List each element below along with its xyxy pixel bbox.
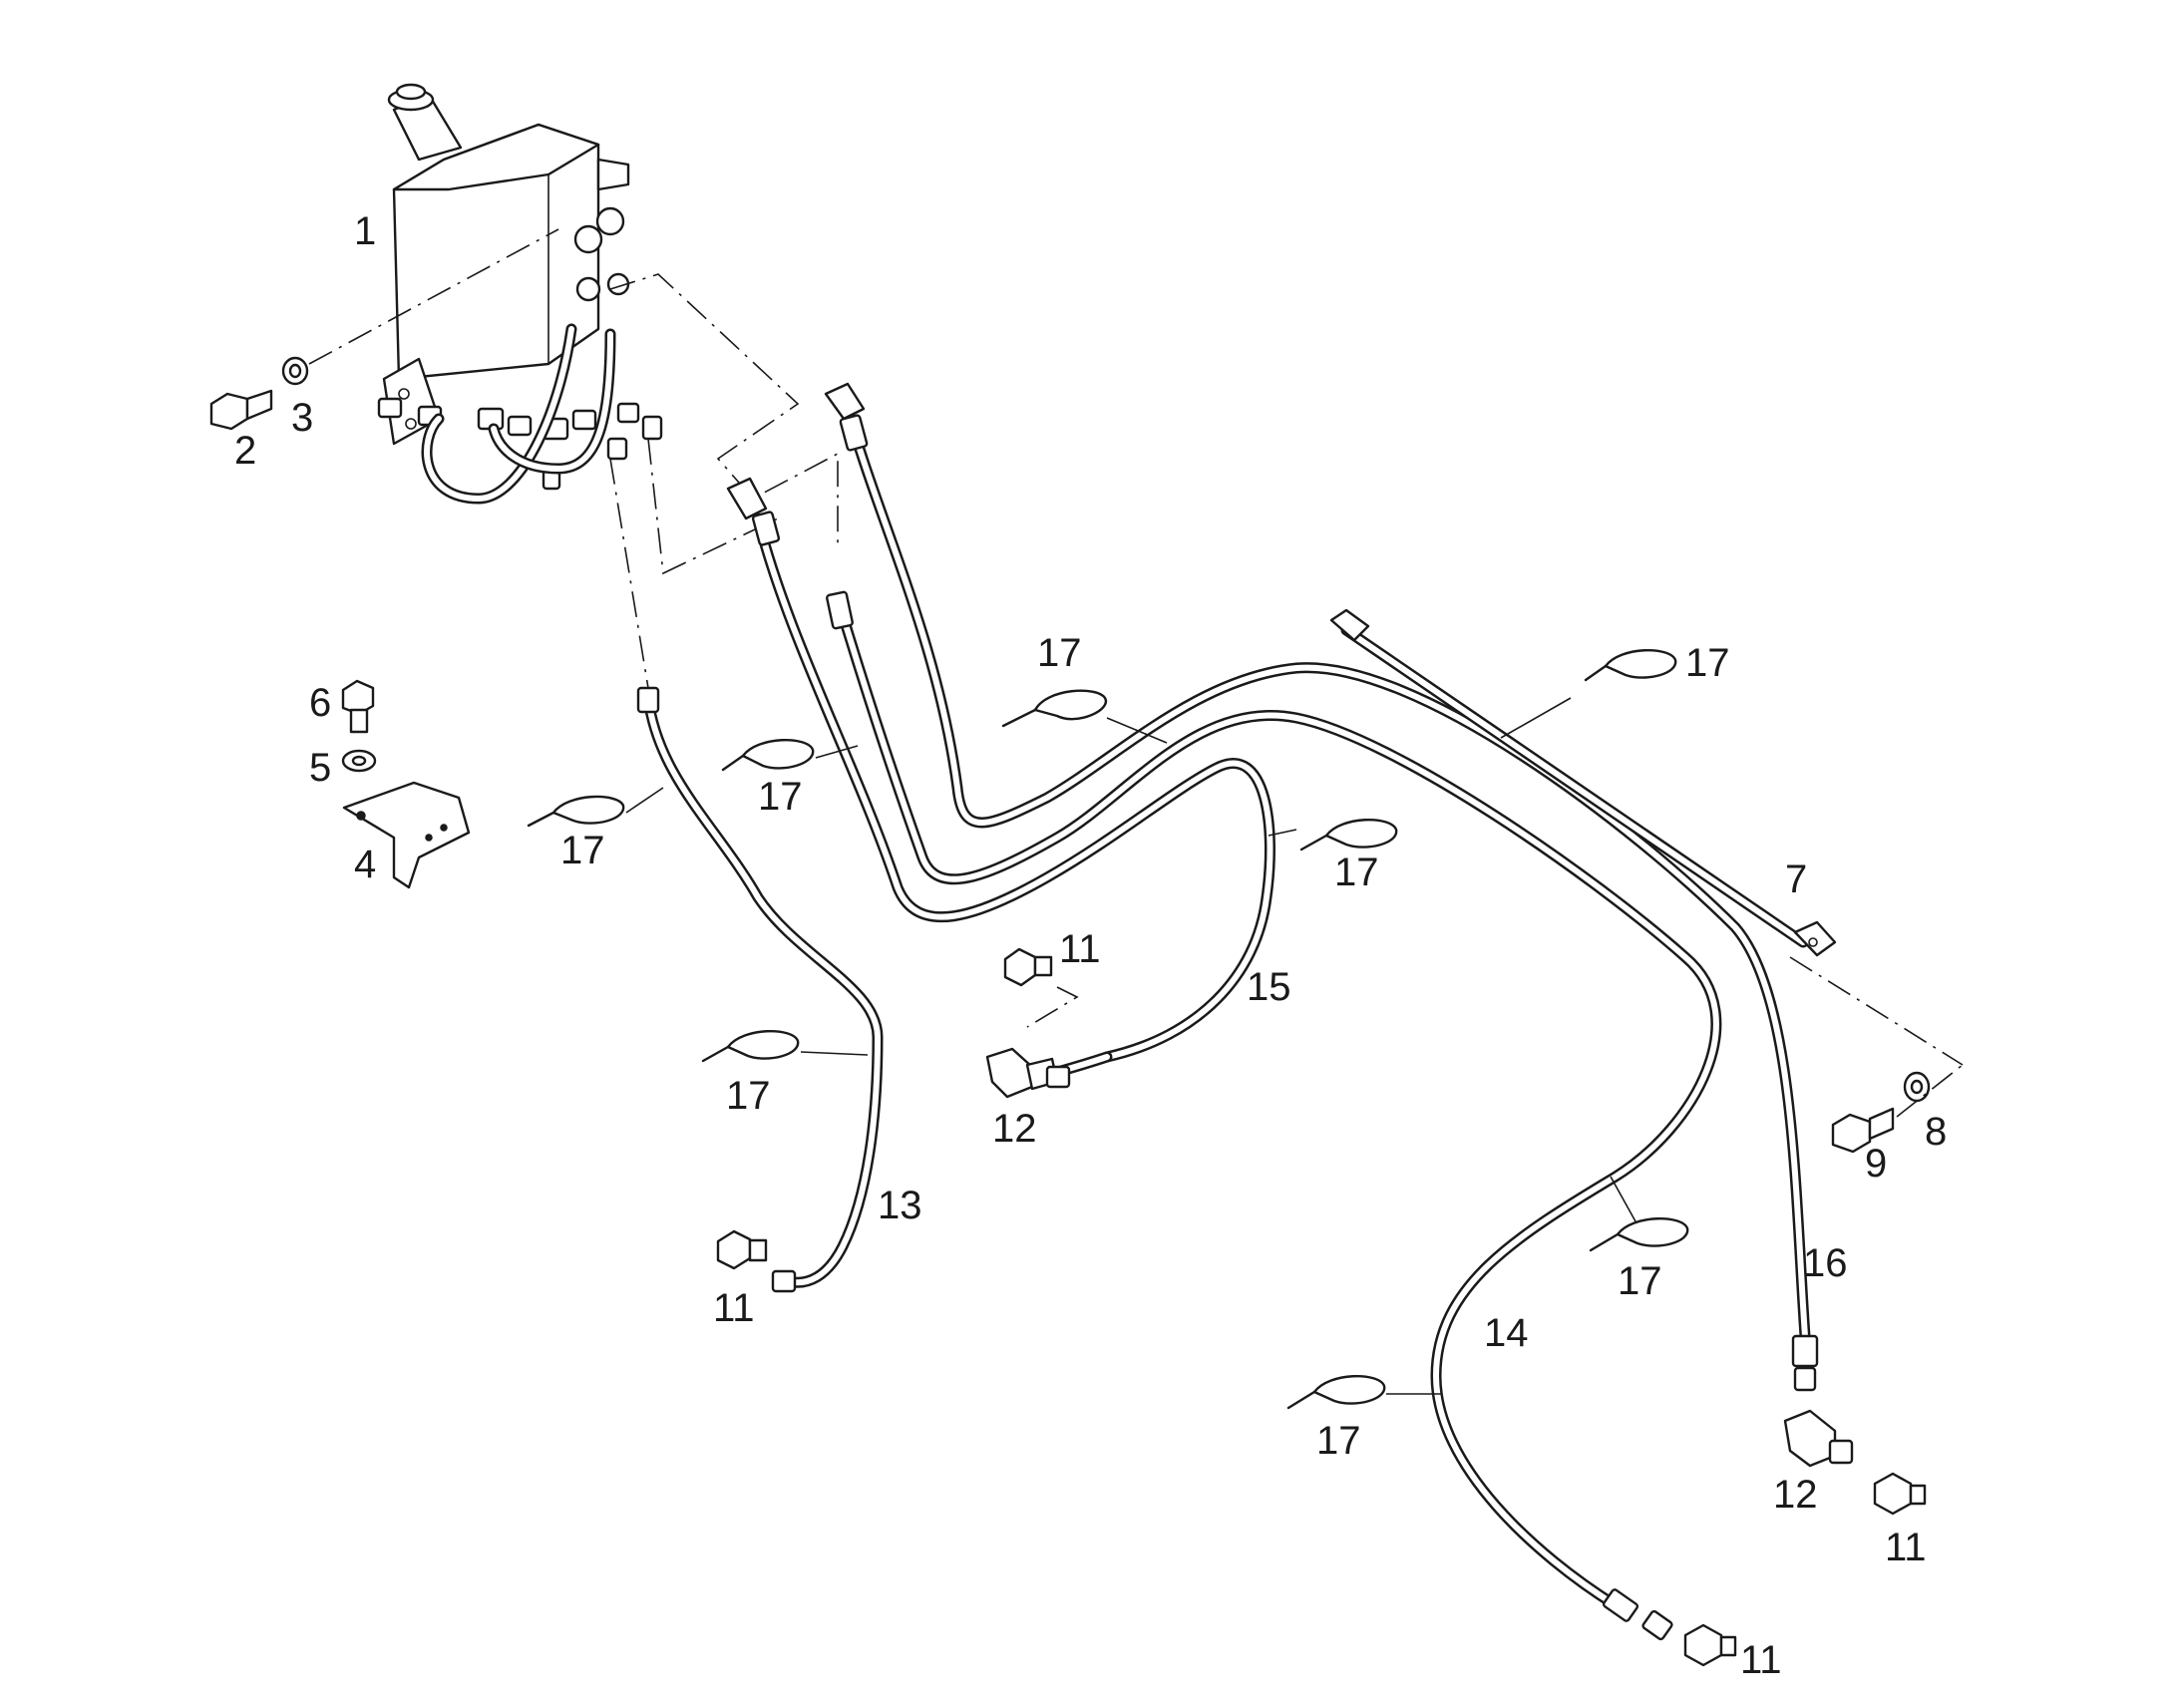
cable-tie-17: [1286, 1375, 1441, 1410]
callout-3: 3: [291, 396, 313, 440]
callout-17: 17: [1685, 641, 1730, 685]
fitting-12-a: [985, 1047, 1071, 1099]
callout-6: 6: [309, 681, 331, 725]
callout-16: 16: [1803, 1241, 1848, 1285]
cable-tie-17: [721, 739, 859, 772]
callout-4: 4: [354, 843, 376, 886]
callout-17: 17: [758, 775, 803, 819]
callout-2: 2: [234, 429, 256, 473]
bolt-2: [209, 389, 273, 431]
callout-1: 1: [354, 209, 376, 253]
callout-17: 17: [1334, 851, 1379, 894]
fitting-11-b: [716, 1229, 768, 1270]
callout-11: 11: [1059, 927, 1101, 971]
hose-13: [636, 686, 884, 1293]
washer-5: [341, 749, 377, 773]
bolt-9: [1831, 1107, 1895, 1154]
hose-bundle: [726, 382, 1819, 1641]
callout-17: 17: [560, 829, 605, 872]
bolt-6: [341, 679, 375, 734]
cable-tie-17: [1500, 649, 1677, 739]
callout-11: 11: [713, 1286, 755, 1330]
fitting-11-c: [1873, 1472, 1927, 1516]
cable-tie-17: [701, 1030, 869, 1063]
fitting-11-a: [1003, 947, 1053, 987]
cable-tie-17: [1589, 1176, 1689, 1252]
bracket-4: [342, 781, 471, 889]
tube-7: [1329, 608, 1837, 957]
callout-17: 17: [726, 1074, 771, 1118]
callout-5: 5: [309, 746, 331, 790]
washer-8: [1903, 1071, 1931, 1103]
callout-17: 17: [1618, 1259, 1662, 1303]
callout-12: 12: [992, 1107, 1037, 1151]
cable-tie-17: [1268, 819, 1398, 852]
fitting-11-d: [1683, 1623, 1737, 1667]
cable-tie-17: [527, 787, 664, 828]
callout-11: 11: [1885, 1526, 1927, 1569]
callout-17: 17: [1316, 1419, 1361, 1463]
callout-15: 15: [1247, 965, 1291, 1009]
cable-tie-17: [1001, 689, 1168, 744]
washer-3: [281, 356, 309, 386]
callout-17: 17: [1037, 631, 1082, 675]
callout-11: 11: [1740, 1638, 1782, 1682]
callout-8: 8: [1925, 1110, 1947, 1154]
callout-9: 9: [1865, 1142, 1887, 1186]
callout-13: 13: [878, 1184, 922, 1227]
reservoir-assembly: [377, 83, 663, 505]
callout-7: 7: [1785, 857, 1807, 901]
callout-14: 14: [1484, 1311, 1529, 1355]
callout-12: 12: [1773, 1473, 1818, 1517]
fitting-12-b: [1783, 1409, 1854, 1468]
